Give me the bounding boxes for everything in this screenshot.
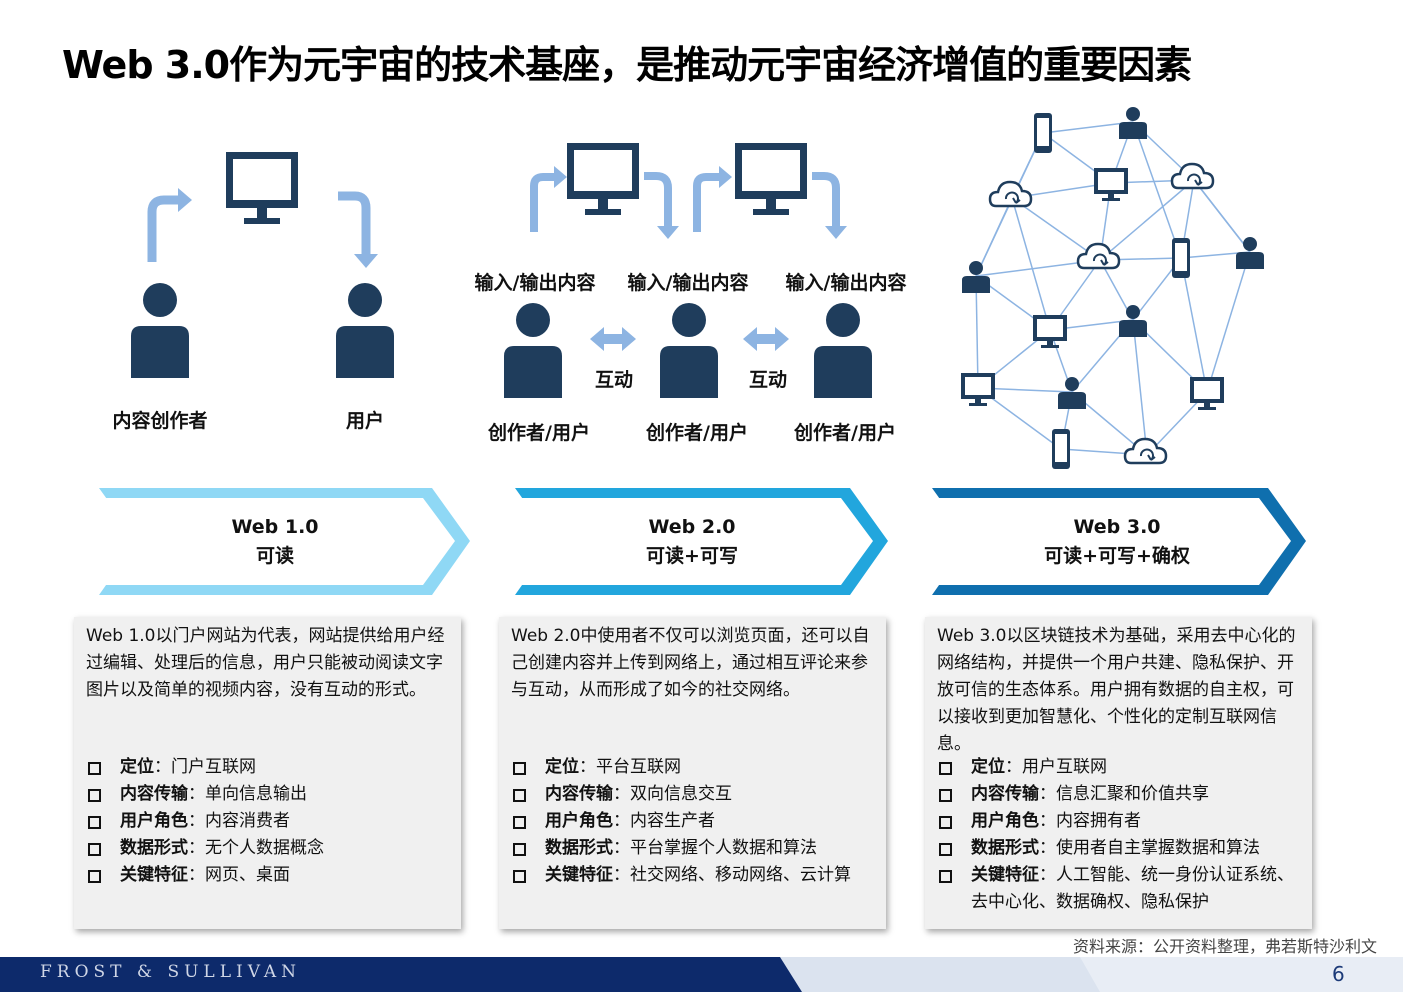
web1-card: Web 1.0以门户网站为代表，网站提供给用户经过编辑、处理后的信息，用户只能被… — [74, 617, 461, 929]
web2-chevron-subtitle: 可读+可写 — [646, 545, 738, 567]
web2-interact-label-1: 互动 — [594, 369, 634, 391]
web1-user-label: 用户 — [345, 410, 385, 432]
web2-chevron-text: Web 2.0 可读+可写 — [566, 513, 818, 571]
checkbox-bullet-icon — [88, 816, 101, 829]
checkbox-bullet-icon — [513, 816, 526, 829]
web2-monitor-icon-2 — [735, 143, 807, 215]
web1-user-icon — [336, 283, 394, 378]
web3-feature-list: 定位：用户互联网 内容传输：信息汇聚和价值共享 用户角色：内容拥有者 数据形式：… — [937, 754, 1302, 916]
list-item: 关键特征：人工智能、统一身份认证系统、去中心化、数据确权、隐私保护 — [937, 862, 1302, 916]
web2-role-label-1: 创作者/用户 — [488, 422, 590, 444]
web2-io-label-1: 输入/输出内容 — [474, 272, 596, 294]
list-item: 定位：门户互联网 — [86, 754, 451, 781]
list-item: 内容传输：单向信息输出 — [86, 781, 451, 808]
web1-chevron-text: Web 1.0 可读 — [150, 513, 400, 571]
checkbox-bullet-icon — [88, 789, 101, 802]
web2-role-label-2: 创作者/用户 — [646, 422, 748, 444]
checkbox-bullet-icon — [939, 762, 952, 775]
web2-io-label-3: 输入/输出内容 — [785, 272, 907, 294]
web2-io-label-2: 输入/输出内容 — [627, 272, 749, 294]
list-item: 关键特征：社交网络、移动网络、云计算 — [511, 862, 876, 889]
web1-chevron-title: Web 1.0 — [231, 516, 319, 538]
web3-card: Web 3.0以区块链技术为基础，采用去中心化的网络结构，并提供一个用户共建、隐… — [925, 617, 1312, 929]
web3-network-diagram — [961, 107, 1264, 469]
checkbox-bullet-icon — [88, 762, 101, 775]
web3-chevron-title: Web 3.0 — [1073, 516, 1161, 538]
list-item: 定位：平台互联网 — [511, 754, 876, 781]
list-item: 用户角色：内容生产者 — [511, 808, 876, 835]
web3-chevron — [932, 488, 1306, 595]
checkbox-bullet-icon — [513, 843, 526, 856]
web2-interact-label-2: 互动 — [748, 369, 788, 391]
web2-person-icons — [504, 303, 872, 398]
checkbox-bullet-icon — [939, 843, 952, 856]
web2-feature-list: 定位：平台互联网 内容传输：双向信息交互 用户角色：内容生产者 数据形式：平台掌… — [511, 754, 876, 889]
checkbox-bullet-icon — [88, 843, 101, 856]
page-title: Web 3.0作为元宇宙的技术基座，是推动元宇宙经济增值的重要因素 — [62, 43, 1192, 87]
list-item: 数据形式：使用者自主掌握数据和算法 — [937, 835, 1302, 862]
list-item: 用户角色：内容拥有者 — [937, 808, 1302, 835]
list-item: 数据形式：平台掌握个人数据和算法 — [511, 835, 876, 862]
web1-chevron — [99, 488, 470, 595]
web1-chevron-subtitle: 可读 — [255, 545, 294, 567]
web2-chevron — [515, 488, 888, 595]
footer-stripe — [780, 957, 1403, 992]
web1-arrow-down-icon — [338, 191, 371, 255]
web2-arrow-icons — [530, 172, 840, 232]
web1-creator-icon — [131, 283, 189, 378]
checkbox-bullet-icon — [939, 789, 952, 802]
web2-card: Web 2.0中使用者不仅可以浏览页面，还可以自己创建内容并上传到网络上，通过相… — [499, 617, 886, 929]
web1-feature-list: 定位：门户互联网 内容传输：单向信息输出 用户角色：内容消费者 数据形式：无个人… — [86, 754, 451, 889]
list-item: 定位：用户互联网 — [937, 754, 1302, 781]
list-item: 内容传输：信息汇聚和价值共享 — [937, 781, 1302, 808]
web3-chevron-subtitle: 可读+可写+确权 — [1044, 545, 1190, 567]
checkbox-bullet-icon — [939, 870, 952, 883]
checkbox-bullet-icon — [939, 816, 952, 829]
web3-description: Web 3.0以区块链技术为基础，采用去中心化的网络结构，并提供一个用户共建、隐… — [937, 626, 1296, 754]
web2-description: Web 2.0中使用者不仅可以浏览页面，还可以自己创建内容并上传到网络上，通过相… — [511, 626, 870, 700]
checkbox-bullet-icon — [513, 789, 526, 802]
web2-monitor-icon-1 — [567, 143, 639, 215]
checkbox-bullet-icon — [88, 870, 101, 883]
web1-description: Web 1.0以门户网站为代表，网站提供给用户经过编辑、处理后的信息，用户只能被… — [86, 626, 445, 700]
web2-role-label-3: 创作者/用户 — [794, 422, 896, 444]
web1-creator-label: 内容创作者 — [112, 410, 208, 432]
list-item: 内容传输：双向信息交互 — [511, 781, 876, 808]
web2-chevron-title: Web 2.0 — [648, 516, 736, 538]
list-item: 关键特征：网页、桌面 — [86, 862, 451, 889]
checkbox-bullet-icon — [513, 870, 526, 883]
page-number: 6 — [1332, 962, 1345, 986]
checkbox-bullet-icon — [513, 762, 526, 775]
list-item: 数据形式：无个人数据概念 — [86, 835, 451, 862]
list-item: 用户角色：内容消费者 — [86, 808, 451, 835]
web1-arrow-up-icon — [147, 195, 180, 262]
web3-chevron-text: Web 3.0 可读+可写+确权 — [983, 513, 1251, 571]
source-note: 资料来源：公开资料整理，弗若斯特沙利文 — [1072, 937, 1377, 956]
web1-monitor-icon — [226, 152, 298, 224]
web2-interact-arrow-icons — [590, 327, 789, 351]
frost-sullivan-logo: FROST & SULLIVAN — [40, 962, 301, 982]
